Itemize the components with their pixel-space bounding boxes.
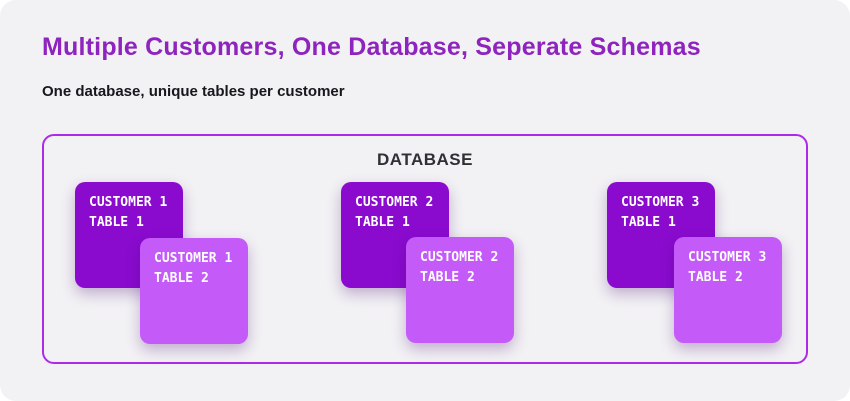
card-line-table: TABLE 2: [154, 271, 209, 286]
card-customer2-table2: CUSTOMER 2 TABLE 2: [406, 237, 514, 343]
card-line-customer: CUSTOMER 3: [621, 195, 700, 210]
card-customer1-table2: CUSTOMER 1 TABLE 2: [140, 238, 248, 344]
card-line-table: TABLE 1: [89, 215, 144, 230]
page-subtitle: One database, unique tables per customer: [42, 83, 345, 100]
card-customer1-table1: CUSTOMER 1 TABLE 1: [75, 182, 183, 288]
database-container: DATABASE CUSTOMER 1 TABLE 1 CUSTOMER 1 T…: [42, 134, 808, 364]
card-line-customer: CUSTOMER 3: [688, 250, 767, 265]
card-line-customer: CUSTOMER 2: [420, 250, 499, 265]
card-line-customer: CUSTOMER 1: [154, 251, 233, 266]
card-line-customer: CUSTOMER 1: [89, 195, 168, 210]
card-line-customer: CUSTOMER 2: [355, 195, 434, 210]
card-line-table: TABLE 2: [420, 270, 475, 285]
card-line-table: TABLE 2: [688, 270, 743, 285]
page-title: Multiple Customers, One Database, Sepera…: [42, 33, 701, 61]
card-customer3-table2: CUSTOMER 3 TABLE 2: [674, 237, 782, 343]
card-line-table: TABLE 1: [355, 215, 410, 230]
database-label: DATABASE: [377, 150, 473, 169]
card-line-table: TABLE 1: [621, 215, 676, 230]
